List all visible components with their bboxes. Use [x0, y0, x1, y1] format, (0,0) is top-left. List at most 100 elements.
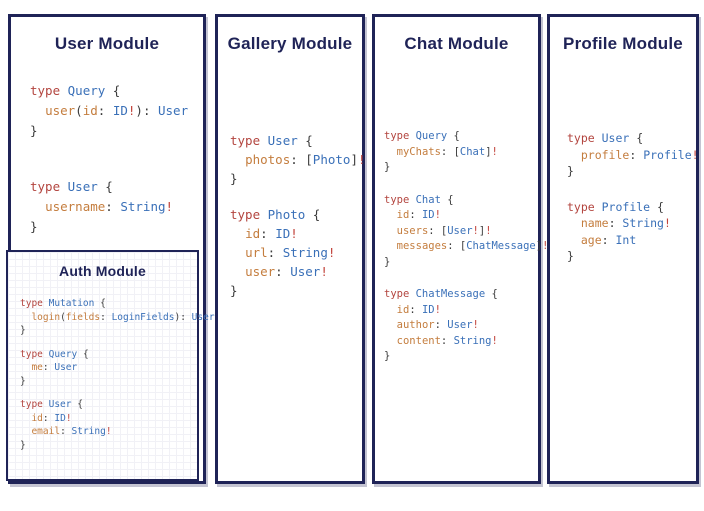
code-token: id: [396, 209, 410, 221]
code-token: :: [60, 426, 72, 437]
code-line: type Query {: [20, 348, 215, 362]
code-token: }: [384, 350, 391, 362]
code-token: :: [105, 199, 121, 214]
code-token: [30, 199, 45, 214]
code-token: Chat: [459, 145, 486, 158]
code-line: myChats: [Chat]!: [384, 145, 548, 161]
code-token: :: [440, 334, 454, 347]
code-token: !: [127, 103, 136, 118]
code-block: type User { photos: [Photo]!}: [230, 131, 366, 188]
code-token: messages: [396, 240, 448, 252]
code-line: type Mutation {: [20, 297, 215, 311]
code-token: name: [580, 216, 609, 230]
code-token: id: [31, 412, 43, 424]
code-token: type: [567, 199, 602, 214]
code-token: String: [71, 426, 106, 437]
panel-auth-module: Auth Module type Mutation { login(fields…: [6, 250, 215, 481]
code-token: (: [60, 311, 66, 323]
code-token: {: [105, 179, 113, 194]
code-token: user: [245, 264, 276, 279]
code-line: name: String!: [567, 215, 699, 232]
code-token: content: [396, 334, 441, 347]
code-block: type Query { myChats: [Chat]!}: [384, 129, 548, 176]
code-token: [230, 245, 245, 260]
panel-gallery-module: Gallery Module type User { photos: [Phot…: [215, 14, 366, 484]
code-token: profile: [580, 147, 630, 162]
code-block: type Query { me: User}: [20, 348, 215, 389]
code-token: ID: [421, 209, 435, 221]
code-line: id: ID!: [230, 224, 366, 243]
code-token: String: [120, 199, 166, 214]
code-token: type: [30, 83, 68, 98]
code-token: type: [384, 288, 416, 300]
code-token: User: [267, 133, 306, 148]
code-token: {: [77, 399, 83, 410]
code-token: age: [580, 232, 602, 247]
code-token: !: [472, 224, 479, 237]
code-token: :: [100, 311, 112, 323]
code-token: :: [97, 103, 113, 118]
code-token: }: [20, 375, 26, 387]
code-token: type: [230, 207, 268, 222]
code-line: }: [567, 248, 699, 265]
code-token: type: [230, 133, 268, 148]
code-line: type Profile {: [567, 199, 699, 216]
code-line: user: User!: [230, 262, 366, 281]
code-token: [30, 103, 45, 118]
code-token: User: [601, 131, 637, 145]
code-token: id: [82, 103, 98, 118]
user-module-code: type Query { user(id: ID!): User}type Us…: [30, 81, 188, 273]
code-block: type User { username: String!}: [30, 177, 188, 237]
code-token: {: [112, 83, 121, 98]
code-token: Int: [615, 232, 637, 247]
code-token: :: [260, 226, 276, 241]
code-token: type: [567, 131, 602, 145]
code-line: users: [User!]!: [384, 224, 548, 240]
code-token: !: [105, 426, 112, 437]
code-token: :: [267, 245, 283, 260]
code-line: messages: [ChatMessage]!: [384, 239, 549, 255]
code-token: }: [20, 439, 26, 451]
code-token: ]: [485, 145, 492, 158]
code-token: [384, 209, 397, 221]
code-token: String: [282, 245, 328, 260]
code-token: : [: [447, 240, 467, 252]
code-token: !: [290, 226, 298, 241]
code-token: Query: [415, 130, 454, 142]
code-line: type User {: [230, 131, 366, 150]
code-token: !: [327, 245, 336, 260]
panel-chat-module: Chat Module type Query { myChats: [Chat]…: [372, 14, 548, 484]
code-token: Chat: [415, 193, 448, 206]
chat-module-code: type Query { myChats: [Chat]!} type Chat …: [384, 129, 548, 382]
code-token: !: [65, 412, 72, 424]
code-token: {: [636, 131, 644, 145]
code-token: LoginFields: [111, 311, 175, 323]
code-token: {: [491, 288, 498, 300]
code-token: id: [245, 226, 261, 241]
code-token: Query: [48, 348, 83, 360]
code-token: author: [396, 319, 435, 331]
code-token: :: [42, 412, 55, 424]
code-line: type Query {: [384, 129, 548, 145]
user-module-title: User Module: [54, 34, 160, 53]
code-token: fields: [65, 311, 101, 323]
code-line: type Chat {: [384, 193, 548, 209]
code-line: age: Int: [567, 232, 699, 249]
code-token: [20, 426, 31, 437]
code-token: ChatMessage: [415, 288, 492, 300]
code-line: login(fields: LoginFields): User: [20, 311, 214, 325]
code-token: ID: [112, 103, 128, 118]
code-token: [384, 335, 397, 347]
code-token: email: [31, 426, 61, 437]
code-line: }: [230, 169, 366, 188]
code-token: [567, 216, 581, 230]
code-token: login: [31, 311, 61, 323]
code-token: }: [567, 249, 574, 263]
code-token: User: [67, 179, 106, 194]
code-block: type Profile { name: String! age: Int}: [567, 199, 699, 265]
code-line: }: [30, 217, 188, 237]
code-line: content: String!: [384, 334, 548, 350]
code-token: username: [45, 199, 106, 214]
code-token: }: [230, 171, 238, 186]
code-line: }: [384, 160, 548, 176]
